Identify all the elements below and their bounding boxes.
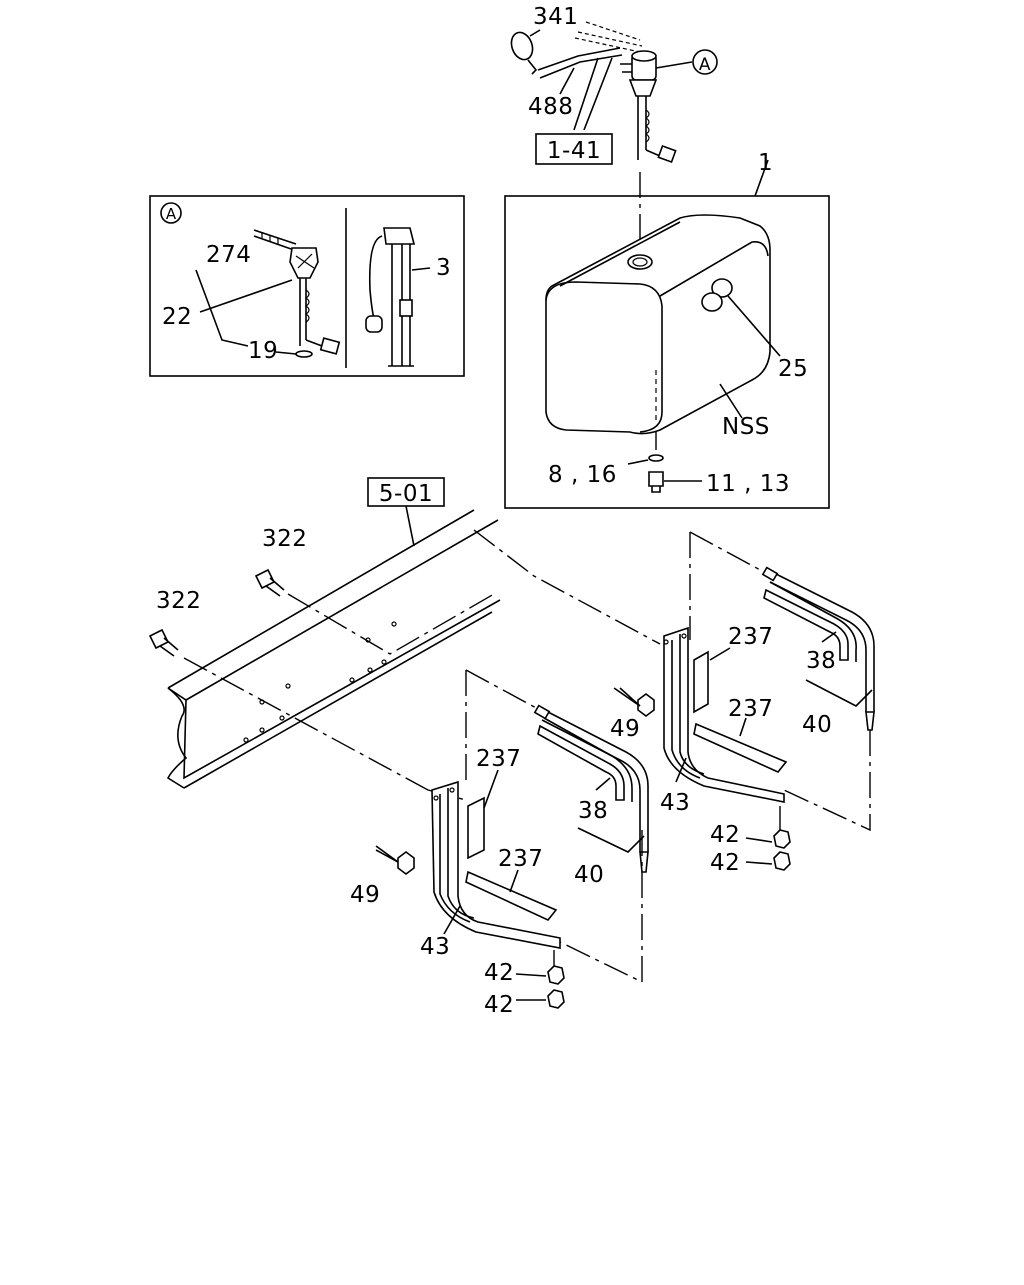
label-237-a: 237 (728, 624, 773, 650)
label-49-a: 49 (610, 716, 640, 742)
ref-box-1-41 (535, 133, 613, 165)
label-322-b: 322 (156, 588, 201, 614)
nut-49-left (397, 851, 415, 875)
label-237-c: 237 (476, 746, 521, 772)
ref-5-01-label: 5-01 (379, 481, 433, 507)
rod-40-left (547, 711, 649, 852)
nut-42-left-a (547, 965, 565, 985)
label-237-d: 237 (498, 846, 543, 872)
label-42-b: 42 (710, 850, 740, 876)
nut-42-left-b (547, 989, 565, 1009)
label-38-a: 38 (806, 648, 836, 674)
label-322-a: 322 (262, 526, 307, 552)
label-11-13: 11 , 13 (706, 471, 790, 497)
label-237-b: 237 (728, 696, 773, 722)
hose-clamp-341 (510, 31, 534, 61)
hose-488 (537, 47, 621, 71)
bracket-set-right: 237 237 38 40 49 43 42 42 (610, 531, 875, 876)
label-8-16: 8 , 16 (548, 462, 617, 488)
label-43-b: 43 (420, 934, 450, 960)
pad-237-right-h (693, 722, 788, 773)
pad-237-left-v (467, 796, 485, 860)
label-40-a: 40 (802, 712, 832, 738)
label-40-b: 40 (574, 862, 604, 888)
pad-237-right-v (693, 650, 709, 714)
label-49-b: 49 (350, 882, 380, 908)
label-274: 274 (206, 242, 251, 268)
label-19: 19 (248, 338, 278, 364)
inset-a: A 274 22 19 3 (149, 195, 465, 377)
label-341: 341 (533, 4, 578, 30)
drain-plug-11-13 (648, 471, 664, 487)
fuel-sender-assembly: A 1-41 341 488 (510, 4, 718, 165)
ref-1-41-label: 1-41 (547, 138, 601, 164)
pad-237-left-h (465, 870, 558, 921)
ref-a-circle (692, 49, 718, 75)
fuel-tank-box: 1 25 NSS 8 , 16 11 , 13 (504, 150, 830, 509)
label-43-a: 43 (660, 790, 690, 816)
gauge-float-3 (365, 315, 383, 333)
label-42-c: 42 (484, 960, 514, 986)
rod-40-right (775, 573, 875, 712)
label-488: 488 (528, 94, 573, 120)
inset-a-frame (149, 195, 465, 377)
washer-8-16 (648, 454, 664, 462)
label-38-b: 38 (578, 798, 608, 824)
sender-22 (289, 247, 319, 279)
bolt-322-b (148, 628, 179, 657)
washer-19 (295, 350, 313, 358)
nut-42-right-a (773, 829, 791, 849)
label-3: 3 (436, 255, 451, 281)
tank-frame (504, 195, 830, 509)
strap-38-left (537, 724, 625, 801)
inset-a-ref: A (166, 205, 177, 223)
inset-a-circle (160, 202, 182, 224)
label-25: 25 (778, 356, 808, 382)
filler-neck-top (627, 254, 653, 270)
bracket-43-right (663, 626, 785, 803)
label-22: 22 (162, 304, 192, 330)
bracket-set-left: 237 237 38 40 49 43 42 42 (350, 669, 649, 1018)
bracket-43-left (431, 780, 561, 949)
label-42-d: 42 (484, 992, 514, 1018)
filler-cap-25 (711, 278, 733, 298)
bolt-322-a (254, 568, 285, 597)
sender-float (657, 144, 677, 164)
nut-49-right (637, 693, 655, 717)
label-42-a: 42 (710, 822, 740, 848)
frame-rail: 5-01 322 322 (148, 477, 661, 791)
ref-a-label: A (699, 55, 711, 75)
label-nss: NSS (722, 414, 770, 440)
nut-42-right-b (773, 851, 791, 871)
fuel-tank (545, 214, 771, 435)
label-1: 1 (758, 150, 773, 176)
